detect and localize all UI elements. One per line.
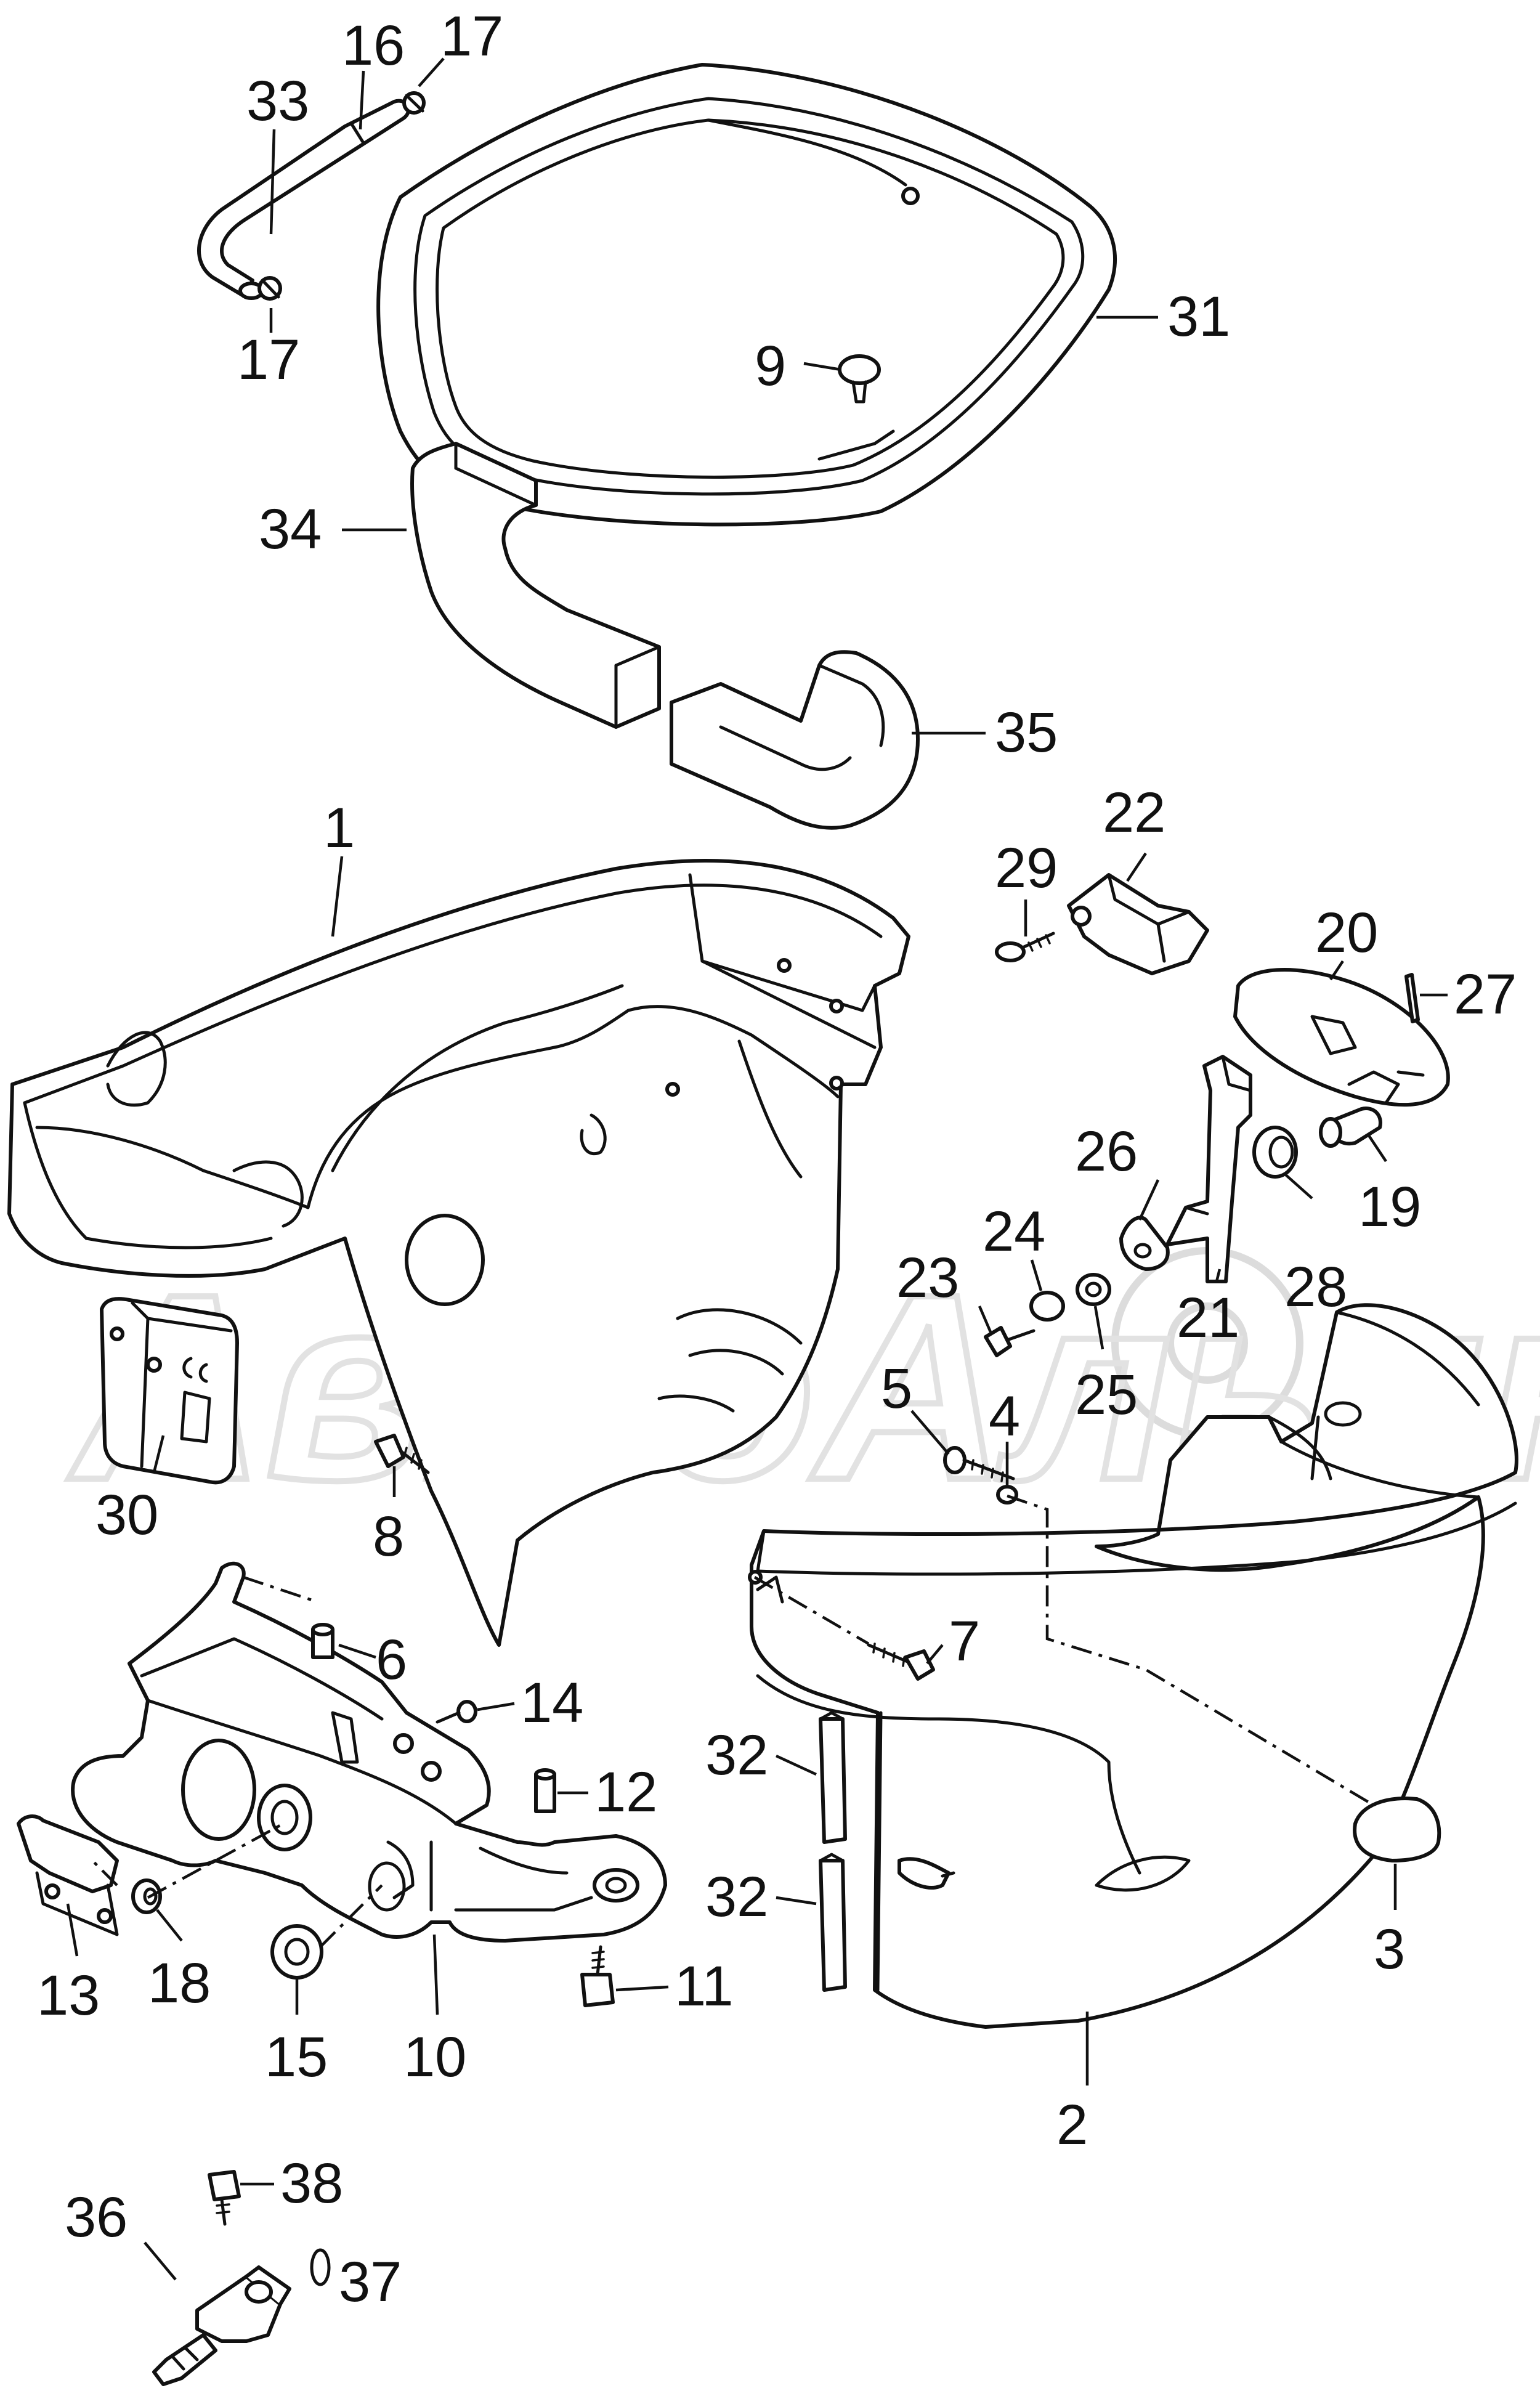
- callout-34: 34: [259, 498, 322, 561]
- part-34-foam: [410, 442, 661, 729]
- part-5-screw: [943, 1446, 1015, 1482]
- callout-6: 6: [376, 1628, 407, 1691]
- part-2-lower-cowl-starboard: [748, 1303, 1518, 2029]
- callout-1: 1: [323, 797, 355, 859]
- callout-32-upper: 32: [705, 1724, 768, 1787]
- part-25-washer: [1076, 1273, 1111, 1306]
- part-29-screw: [995, 932, 1055, 962]
- callout-24: 24: [983, 1200, 1045, 1263]
- callout-29: 29: [995, 837, 1058, 900]
- part-32-strip-lower: [819, 1853, 847, 1992]
- part-38-bolt: [208, 2170, 241, 2226]
- part-14-screw: [436, 1700, 477, 1724]
- callout-12: 12: [594, 1761, 657, 1824]
- part-17-clamp-top: [402, 91, 426, 115]
- part-6-bushing: [311, 1623, 334, 1659]
- callout-21: 21: [1177, 1286, 1239, 1349]
- part-3-grommet: [1353, 1797, 1441, 1862]
- callout-9: 9: [755, 335, 786, 397]
- part-32-strip-upper: [819, 1711, 847, 1844]
- assembly-lines: [91, 1494, 1375, 1948]
- part-31-top-cowl: [376, 63, 1117, 527]
- callout-30: 30: [95, 1484, 158, 1546]
- callout-15: 15: [265, 2026, 328, 2089]
- callout-19: 19: [1358, 1176, 1421, 1238]
- part-18-grommet: [131, 1878, 162, 1914]
- callout-31: 31: [1167, 285, 1230, 348]
- callouts: 16 17 33 17 31 9 34 35 1 22 29 20 27 26 …: [37, 5, 1517, 2313]
- callout-18: 18: [148, 1952, 211, 2015]
- part-23-screw: [984, 1326, 1035, 1357]
- part-7-screw: [867, 1643, 935, 1681]
- callout-38: 38: [280, 2152, 343, 2215]
- callout-32-lower: 32: [705, 1866, 768, 1928]
- callout-35: 35: [995, 701, 1058, 764]
- callout-17-bottom: 17: [237, 328, 300, 391]
- callout-22: 22: [1103, 781, 1165, 844]
- part-15-grommet: [270, 1924, 323, 1980]
- callout-13: 13: [37, 1964, 100, 2027]
- part-26-link: [1119, 1216, 1170, 1271]
- part-20-lever: [1233, 967, 1450, 1107]
- part-13-clip: [17, 1814, 119, 1936]
- part-11-bolt: [580, 1945, 615, 2007]
- callout-27: 27: [1454, 963, 1517, 1026]
- part-17-clamp-bottom: [257, 276, 282, 301]
- part-37-o-ring: [310, 2248, 331, 2286]
- callout-11: 11: [675, 1955, 734, 2018]
- part-1-lower-cowl-port: [7, 859, 910, 1647]
- callout-3: 3: [1374, 1918, 1405, 1981]
- callout-16: 16: [342, 14, 405, 77]
- callout-26: 26: [1075, 1120, 1138, 1183]
- callout-8: 8: [373, 1505, 404, 1568]
- leader-lines: [66, 57, 1448, 2281]
- callout-37: 37: [339, 2251, 402, 2313]
- part-10-bracket: [71, 1561, 667, 1943]
- callout-33: 33: [246, 70, 309, 132]
- part-30-pad: [100, 1297, 239, 1485]
- callout-7: 7: [949, 1610, 980, 1673]
- part-22-switch: [1067, 873, 1209, 975]
- callout-28: 28: [1284, 1256, 1347, 1318]
- callout-20: 20: [1315, 901, 1378, 964]
- part-36-fitting: [152, 2265, 291, 2386]
- part-35-foam: [670, 650, 920, 830]
- callout-17-top: 17: [440, 5, 503, 68]
- callout-2: 2: [1056, 2094, 1088, 2156]
- callout-25: 25: [1075, 1363, 1138, 1426]
- callout-14: 14: [521, 1671, 583, 1734]
- callout-4: 4: [989, 1385, 1020, 1448]
- part-4-washer: [996, 1485, 1018, 1505]
- callout-36: 36: [65, 2186, 128, 2249]
- callout-5: 5: [881, 1357, 912, 1420]
- part-24-washer: [1029, 1291, 1065, 1322]
- part-27-pin: [1404, 973, 1420, 1023]
- callout-23: 23: [896, 1246, 959, 1309]
- part-12-pin: [534, 1768, 556, 1813]
- part-28-bushing: [1252, 1126, 1298, 1179]
- callout-10: 10: [403, 2026, 466, 2089]
- part-8-screw: [374, 1434, 430, 1474]
